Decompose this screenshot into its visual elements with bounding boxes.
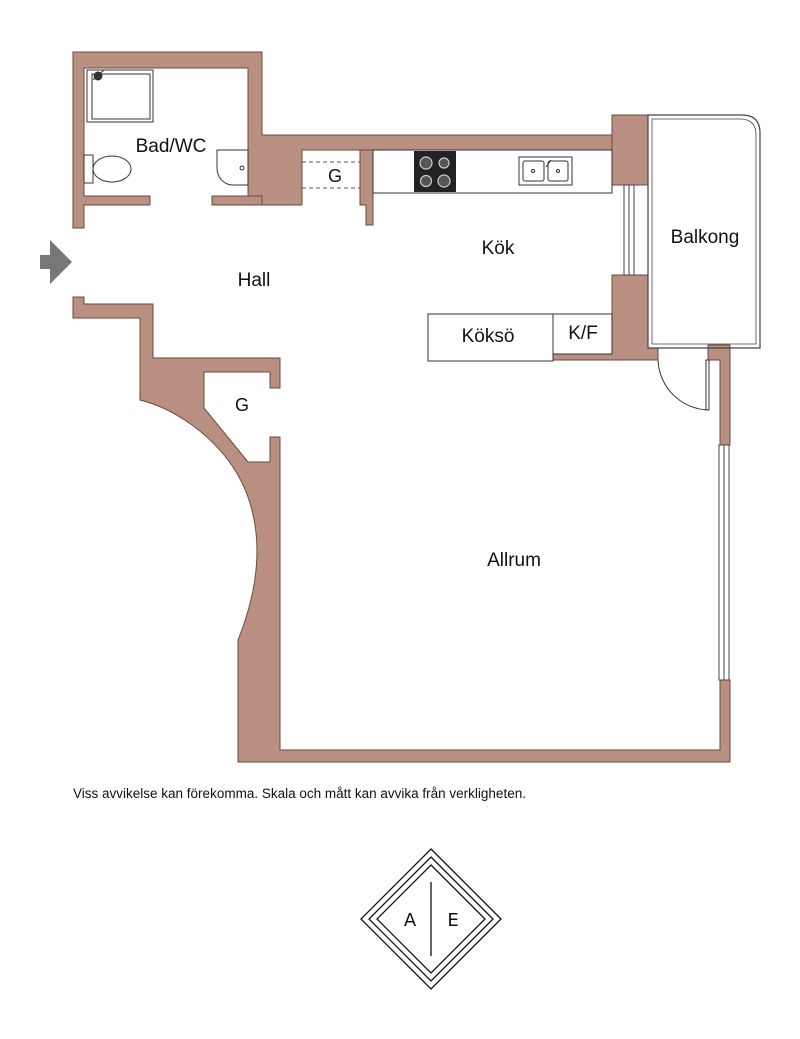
brand-logo: A E xyxy=(360,848,502,990)
closet-bath xyxy=(302,161,360,189)
kitchen-wall-stub xyxy=(359,149,374,226)
kitchen-counter xyxy=(372,149,613,194)
label-living: Allrum xyxy=(487,550,541,571)
toilet-icon xyxy=(83,154,132,184)
logo-letter-left: A xyxy=(404,910,417,931)
label-kitchen: Kök xyxy=(482,238,515,259)
kitchen-right-wall xyxy=(611,114,649,186)
label-island: Köksö xyxy=(462,326,515,347)
shower-icon xyxy=(86,69,154,123)
kitchen-sink-icon xyxy=(518,156,573,186)
living-right-wall xyxy=(707,344,731,446)
fridge-freezer xyxy=(552,313,613,355)
balcony-outline xyxy=(647,114,761,349)
stove-icon xyxy=(414,151,456,192)
kitchen-island xyxy=(427,313,554,362)
label-hall: Hall xyxy=(238,270,271,291)
logo-letter-right: E xyxy=(447,910,458,931)
bath-partition xyxy=(211,195,263,206)
floor-plan: Bad/WC G Kök Balkong Hall Köksö K/F G Al… xyxy=(40,51,761,763)
windows xyxy=(623,184,730,681)
label-fridge: K/F xyxy=(568,323,598,344)
label-storage-bath: G xyxy=(328,166,342,186)
sink-icon xyxy=(216,149,249,186)
balcony-door-swing xyxy=(657,359,709,411)
entry-arrow-icon xyxy=(40,240,72,284)
disclaimer-text: Viss avvikelse kan förekomma. Skala och … xyxy=(73,786,526,801)
label-bad-wc: Bad/WC xyxy=(136,136,207,157)
label-storage-hall: G xyxy=(235,395,249,415)
label-balcony: Balkong xyxy=(671,227,740,248)
hall-curved-wall xyxy=(72,296,731,763)
